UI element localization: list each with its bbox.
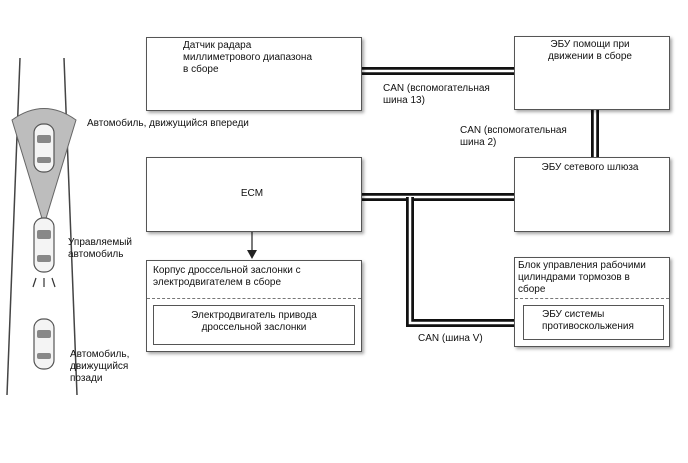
road-left-edge [6, 57, 21, 396]
preceding-car-icon [33, 123, 55, 173]
can-bus-v-line [362, 193, 523, 327]
preceding-vehicle-label: Автомобиль, движущийся впереди [87, 118, 249, 129]
can-bus-2-label: CAN (вспомогательная шина 2) [460, 125, 567, 148]
throttle-body-divider [147, 298, 361, 299]
road-right-edge [63, 57, 78, 396]
ecm-box: ECM [146, 157, 362, 232]
radar-sensor-box: Датчик радара миллиметрового диапазона в… [146, 37, 362, 111]
own-car-icon [33, 217, 55, 273]
brake-actuator-divider [515, 298, 669, 299]
can-bus-13-label: CAN (вспомогательная шина 13) [383, 83, 490, 106]
gateway-ecu-box: ЭБУ сетевого шлюза [514, 157, 670, 232]
skid-control-ecu-label: ЭБУ системы противоскольжения [542, 309, 634, 332]
throttle-motor-box: Электродвигатель привода дроссельной зас… [153, 305, 355, 345]
radar-sensor-label: Датчик радара миллиметрового диапазона в… [183, 40, 313, 75]
brake-actuator-label: Блок управления рабочими цилиндрами торм… [518, 260, 646, 295]
driving-assist-ecu-box: ЭБУ помощи при движении в сборе [514, 36, 670, 110]
throttle-body-label: Корпус дроссельной заслонки с электродви… [153, 265, 301, 288]
gateway-ecu-label: ЭБУ сетевого шлюза [541, 162, 639, 173]
ecm-to-throttle-arrow [247, 232, 257, 259]
driving-assist-ecu-label: ЭБУ помощи при движении в сборе [548, 39, 632, 62]
following-vehicle-label: Автомобиль, движущийся позади [70, 349, 130, 384]
throttle-motor-label: Электродвигатель привода дроссельной зас… [191, 310, 317, 333]
ecm-label: ECM [240, 188, 264, 199]
skid-control-ecu-box: ЭБУ системы противоскольжения [523, 305, 664, 340]
can-bus-v-label: CAN (шина V) [418, 333, 483, 344]
following-car-icon [33, 318, 55, 370]
tyre-marks [32, 277, 56, 288]
own-vehicle-label: Управляемый автомобиль [68, 237, 132, 260]
